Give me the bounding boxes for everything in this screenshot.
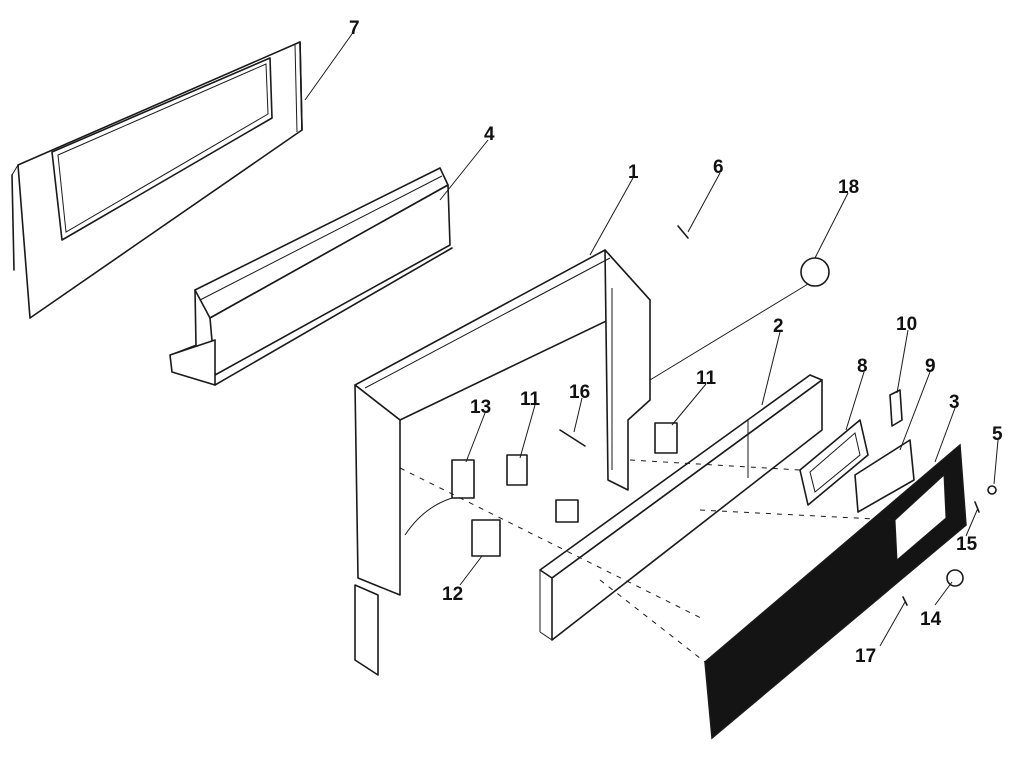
part-9-lens	[854, 439, 915, 513]
callout-3: 3	[949, 392, 960, 413]
callout-18: 18	[838, 177, 859, 198]
callout-11-right: 11	[696, 368, 717, 389]
callout-13: 13	[470, 397, 491, 418]
part-15-pin	[974, 501, 980, 513]
part-16-plug	[559, 429, 586, 447]
part-2-rail	[539, 374, 823, 641]
part-5-screw	[987, 485, 997, 495]
assembly-lines	[399, 459, 896, 663]
part-4-channel	[169, 167, 453, 386]
part-12-switch	[471, 519, 501, 557]
part-3-control-panel	[704, 443, 967, 740]
callout-14: 14	[920, 609, 942, 630]
part-1-main-frame	[354, 249, 651, 676]
callout-4: 4	[484, 124, 495, 145]
callout-16: 16	[569, 382, 590, 403]
callout-8: 8	[857, 356, 868, 377]
part-13-switch	[404, 459, 475, 536]
part-10-bracket	[889, 389, 903, 427]
part-6-screw	[677, 225, 689, 239]
part-8-clock-housing	[799, 419, 869, 506]
part-11-switch-left	[506, 454, 528, 486]
callout-6: 6	[713, 157, 724, 178]
callout-10: 10	[896, 314, 917, 335]
part-11-switch-right	[654, 422, 678, 454]
callout-12: 12	[442, 584, 463, 605]
callout-5: 5	[992, 424, 1003, 445]
callout-labels: 7 4 1 6 18 2 10 8 9 3 5 13 11 16 11 15 1…	[349, 18, 1003, 667]
callout-2: 2	[773, 316, 784, 337]
callout-9: 9	[925, 356, 936, 377]
part-17-screw	[902, 596, 908, 606]
callout-1: 1	[628, 162, 639, 183]
callout-7: 7	[349, 18, 360, 39]
part-7-rear-panel	[11, 41, 303, 319]
callout-17: 17	[855, 646, 876, 667]
callout-11-left: 11	[520, 389, 541, 410]
part-18-tag	[649, 257, 830, 381]
callout-15: 15	[956, 534, 978, 555]
leader-lines	[304, 33, 999, 647]
part-16-knob-switch	[555, 499, 579, 523]
part-14-knob	[946, 569, 964, 587]
